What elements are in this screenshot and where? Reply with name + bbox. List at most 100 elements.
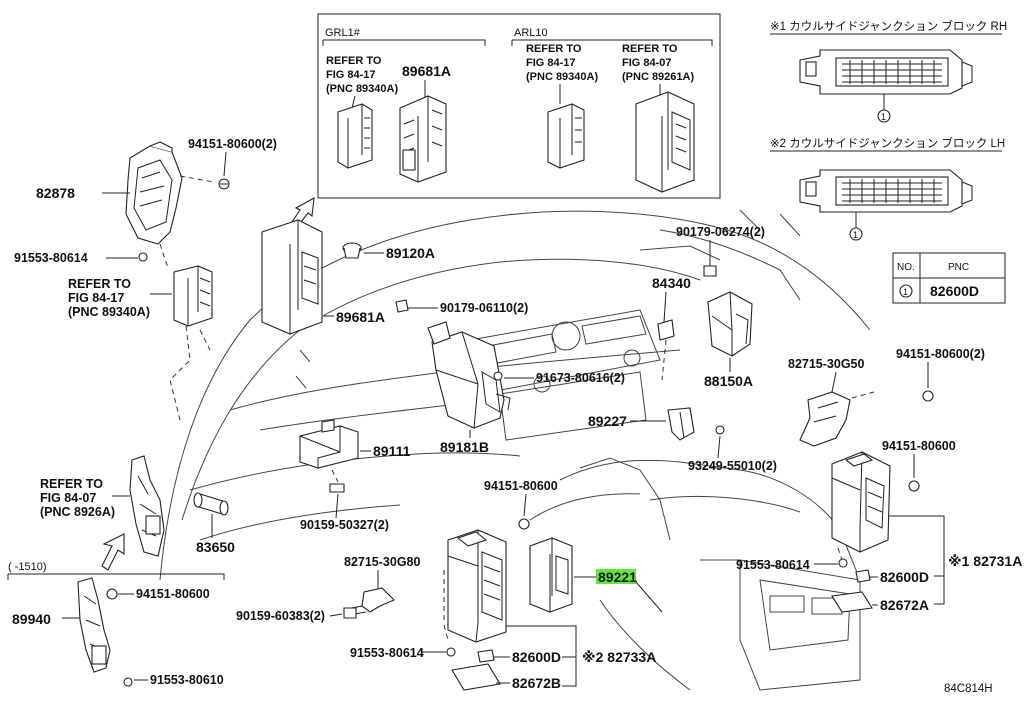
- bolt-icon: [493, 371, 503, 381]
- cover-icon: [831, 591, 873, 613]
- inset-grl-label: GRL1#: [325, 27, 361, 39]
- callout-89940[interactable]: 89940: [12, 611, 51, 627]
- buzzer-icon: [342, 242, 362, 259]
- svg-text:(PNC 89261A): (PNC 89261A): [622, 71, 694, 83]
- callout-90179-06110[interactable]: 90179-06110(2): [440, 301, 528, 315]
- svg-text:REFER TO: REFER TO: [326, 55, 382, 67]
- svg-text:FIG 84-17: FIG 84-17: [68, 291, 124, 305]
- up-arrow-icon: [101, 533, 125, 571]
- pnc-table-row-pnc[interactable]: 82600D: [930, 283, 979, 299]
- callout-94151-80600-2-b[interactable]: 94151-80600(2): [896, 347, 985, 361]
- callout-94151-80600-b[interactable]: 94151-80600: [484, 479, 558, 493]
- callout-94151-80600-a[interactable]: 94151-80600: [136, 587, 210, 601]
- callout-94151-80600-2-a[interactable]: 94151-80600(2): [188, 137, 277, 151]
- svg-text:(PNC 8926A): (PNC 8926A): [40, 505, 115, 519]
- module-89340A: [173, 265, 213, 327]
- bolt-icon: [218, 178, 230, 190]
- inset-module-b: [399, 95, 447, 183]
- inset-callout-89681A[interactable]: 89681A: [402, 63, 451, 79]
- svg-text:(PNC 89340A): (PNC 89340A): [68, 305, 150, 319]
- svg-text:REFER TO: REFER TO: [526, 43, 582, 55]
- module-89681A: [261, 219, 323, 335]
- junction-block-lh: ※2 カウルサイドジャンクション ブロック LH 1: [770, 136, 1005, 241]
- bracket-8926A: [129, 455, 165, 557]
- callout-90159-50327[interactable]: 90159-50327(2): [300, 518, 389, 532]
- svg-text:FIG 84-17: FIG 84-17: [326, 69, 376, 81]
- svg-text:1: 1: [853, 230, 858, 240]
- bolt-icon: [106, 588, 118, 600]
- range-label: ( -1510): [8, 561, 47, 573]
- callout-82672A[interactable]: 82672A: [880, 597, 929, 613]
- inset-ref-c[interactable]: REFER TO FIG 84-07 (PNC 89261A): [622, 43, 694, 83]
- svg-text:REFER TO: REFER TO: [40, 477, 103, 491]
- screw-icon: [446, 647, 456, 657]
- callout-82715-30G50[interactable]: 82715-30G50: [788, 357, 865, 371]
- junction-block-rh: ※1 カウルサイドジャンクション ブロック RH 1: [770, 19, 1007, 123]
- clip-icon: [395, 299, 409, 313]
- inset-ref-b[interactable]: REFER TO FIG 84-17 (PNC 89340A): [526, 43, 598, 83]
- switch-83650: [193, 492, 229, 516]
- callout-82878[interactable]: 82878: [36, 185, 75, 201]
- callout-83650[interactable]: 83650: [196, 539, 235, 555]
- ref-fig-84-07-a[interactable]: REFER TO FIG 84-07 (PNC 8926A): [40, 477, 115, 519]
- svg-text:(PNC 89340A): (PNC 89340A): [326, 83, 398, 95]
- bracket-82878: [125, 141, 183, 245]
- callout-94151-80600-c[interactable]: 94151-80600: [882, 439, 956, 453]
- callout-88150A[interactable]: 88150A: [704, 373, 753, 389]
- connector-icon: [855, 569, 871, 583]
- callout-84340[interactable]: 84340: [652, 275, 691, 291]
- callout-89111[interactable]: 89111: [373, 443, 411, 459]
- svg-text:1: 1: [881, 112, 886, 122]
- svg-text:REFER TO: REFER TO: [622, 43, 678, 55]
- screw-icon: [138, 252, 148, 262]
- callout-82731A[interactable]: ※1 82731A: [948, 553, 1022, 569]
- inset-module-d: [635, 91, 695, 193]
- svg-text:FIG 84-07: FIG 84-07: [40, 491, 96, 505]
- callout-89227[interactable]: 89227: [588, 413, 627, 429]
- range-bracket: ( -1510): [7, 561, 225, 580]
- svg-text:FIG 84-07: FIG 84-07: [622, 57, 672, 69]
- callout-89181B[interactable]: 89181B: [440, 439, 489, 455]
- callout-91553-80614-a[interactable]: 91553-80614: [14, 251, 88, 265]
- callout-89681A[interactable]: 89681A: [336, 309, 385, 325]
- pnc-table-col-no: NO.: [897, 262, 915, 273]
- callout-91553-80610[interactable]: 91553-80610: [150, 673, 224, 687]
- bolt-icon: [518, 518, 530, 530]
- junction-block-82731A: [831, 451, 891, 553]
- screw-icon: [715, 425, 725, 435]
- callout-82600D-b[interactable]: 82600D: [880, 569, 929, 585]
- callout-89120A[interactable]: 89120A: [386, 245, 435, 261]
- unit-89181B: [427, 321, 511, 429]
- inset-module-a: [337, 103, 373, 169]
- callout-91553-80614-c[interactable]: 91553-80614: [736, 558, 810, 572]
- callout-82733A[interactable]: ※2 82733A: [582, 649, 656, 665]
- pnc-table-row-no: 1: [903, 287, 908, 297]
- callout-89221[interactable]: 89221: [598, 569, 637, 585]
- ref-fig-84-17-a[interactable]: REFER TO FIG 84-17 (PNC 89340A): [68, 277, 150, 319]
- pnc-table: NO. PNC 1 82600D: [892, 252, 1006, 304]
- callout-82715-30G80[interactable]: 82715-30G80: [344, 555, 421, 569]
- screw-icon: [123, 677, 133, 687]
- callout-90179-06274[interactable]: 90179-06274(2): [676, 225, 765, 239]
- callout-82672B[interactable]: 82672B: [512, 675, 561, 691]
- callout-93249-55010[interactable]: 93249-55010(2): [688, 459, 777, 473]
- screw-icon: [329, 483, 345, 493]
- junction-rh-title: ※1 カウルサイドジャンクション ブロック RH: [770, 19, 1007, 33]
- callout-91673-80616[interactable]: 91673-80616(2): [536, 371, 625, 385]
- connector-icon: [351, 587, 395, 615]
- bolt-icon: [922, 390, 934, 402]
- bracket-82715-30G50: [799, 391, 851, 447]
- svg-text:FIG 84-17: FIG 84-17: [526, 57, 576, 69]
- inset-module-c: [547, 103, 585, 169]
- junction-lh-title: ※2 カウルサイドジャンクション ブロック LH: [770, 136, 1005, 150]
- inset-ref-a[interactable]: REFER TO FIG 84-17 (PNC 89340A): [326, 55, 398, 95]
- highlight-89221: [596, 569, 636, 584]
- screw-icon: [838, 558, 848, 568]
- callout-82600D-a[interactable]: 82600D: [512, 649, 561, 665]
- callout-90159-60383[interactable]: 90159-60383(2): [236, 609, 325, 623]
- figure-code: 84C814H: [944, 683, 993, 695]
- ecu-89221: [529, 537, 573, 613]
- callout-91553-80614-b[interactable]: 91553-80614: [350, 646, 424, 660]
- receiver-89111: [299, 419, 359, 469]
